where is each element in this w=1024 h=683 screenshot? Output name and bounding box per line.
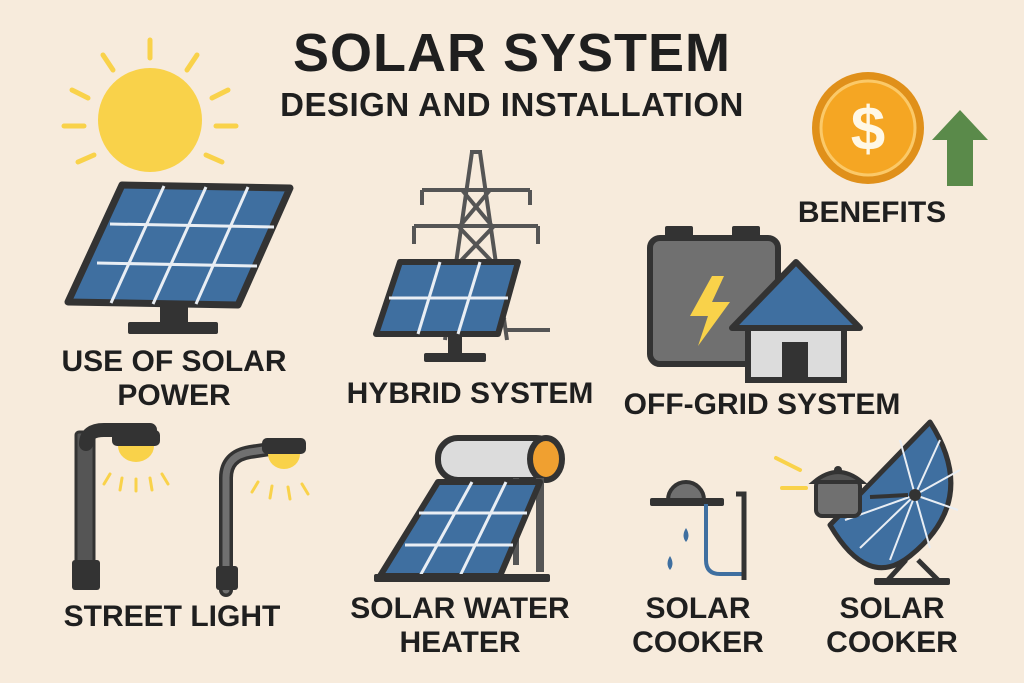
- street-light-curved-icon: [216, 438, 310, 597]
- solar-cooker-2-line2: COOKER: [826, 626, 958, 659]
- street-light-icon: [72, 423, 170, 590]
- benefits-label: BENEFITS: [797, 196, 947, 229]
- solar-cooker-pipe-icon: [650, 480, 747, 580]
- page-title: SOLAR SYSTEM: [292, 23, 732, 83]
- use-of-solar-power-line1: USE OF SOLAR: [61, 345, 287, 378]
- up-arrow-icon: [932, 110, 988, 186]
- solar-cooker-label-1: SOLAR COOKER: [618, 592, 778, 660]
- solar-water-heater-line1: SOLAR WATER: [350, 592, 570, 625]
- hybrid-solar-panel-icon: [373, 259, 521, 362]
- solar-cooker-label-2: SOLAR COOKER: [812, 592, 972, 660]
- solar-cooker-1-line2: COOKER: [632, 626, 764, 659]
- solar-water-heater-line2: HEATER: [399, 626, 521, 659]
- coin-symbol: $: [851, 95, 885, 164]
- use-of-solar-power-label: USE OF SOLAR POWER: [44, 345, 304, 413]
- sun-icon: [61, 37, 239, 172]
- off-grid-system-label: OFF-GRID SYSTEM: [623, 388, 901, 421]
- solar-water-heater-label: SOLAR WATER HEATER: [330, 592, 590, 660]
- dollar-coin-icon: $: [812, 72, 924, 184]
- solar-cooker-1-line1: SOLAR: [645, 592, 751, 625]
- parabolic-solar-cooker-icon: [774, 419, 961, 585]
- solar-panel-icon: [64, 181, 294, 334]
- solar-cooker-2-line1: SOLAR: [839, 592, 945, 625]
- water-heater-icon: [374, 435, 565, 582]
- use-of-solar-power-line2: POWER: [117, 379, 231, 412]
- hybrid-system-label: HYBRID SYSTEM: [346, 377, 594, 410]
- house-icon: [729, 259, 863, 383]
- page-subtitle: DESIGN AND INSTALLATION: [280, 86, 744, 123]
- street-light-label: STREET LIGHT: [63, 600, 281, 633]
